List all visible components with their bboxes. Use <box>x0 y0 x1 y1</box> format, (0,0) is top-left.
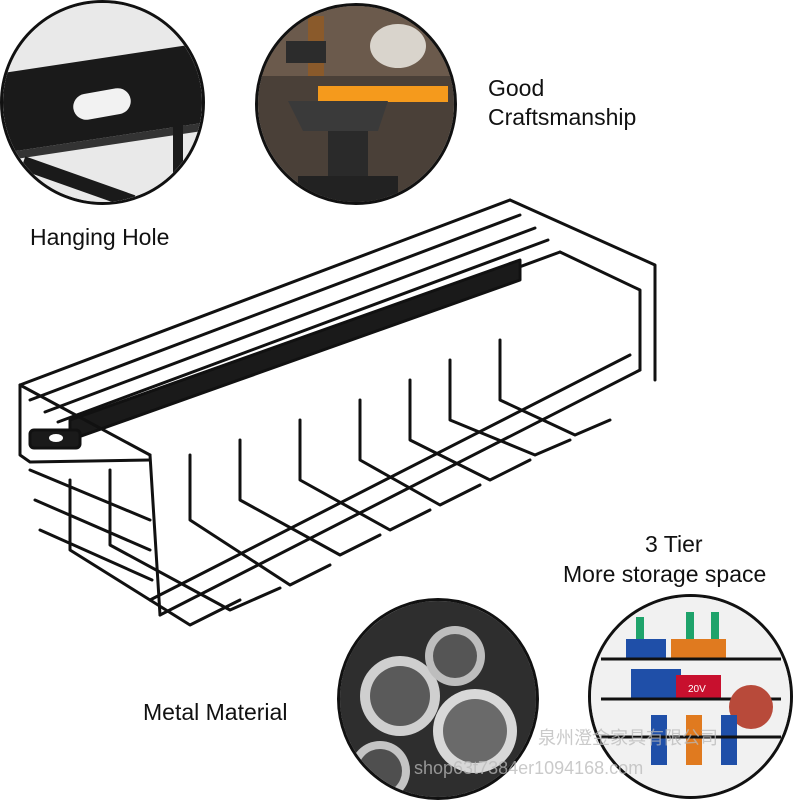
craftsmanship-label: Craftsmanship <box>488 104 637 130</box>
good-label: Good <box>488 75 545 101</box>
hanging-hole-label: Hanging Hole <box>30 224 170 250</box>
watermark-company: 泉州澄金家具有限公司 <box>538 728 718 748</box>
metal-material-photo <box>337 598 539 800</box>
tool-badge-1: 20V <box>688 684 706 695</box>
tier-title-label: 3 Tier <box>645 531 703 557</box>
metal-material-label: Metal Material <box>143 699 288 725</box>
craftsmanship-photo <box>255 3 457 205</box>
hanging-hole-closeup <box>0 0 205 205</box>
wire-rack-illustration <box>0 190 680 640</box>
watermark-url: shop63t7384er1094168.com <box>414 758 644 778</box>
tier-subtitle-label: More storage space <box>563 561 767 587</box>
tool-rack-photo: 20V <box>588 594 793 799</box>
